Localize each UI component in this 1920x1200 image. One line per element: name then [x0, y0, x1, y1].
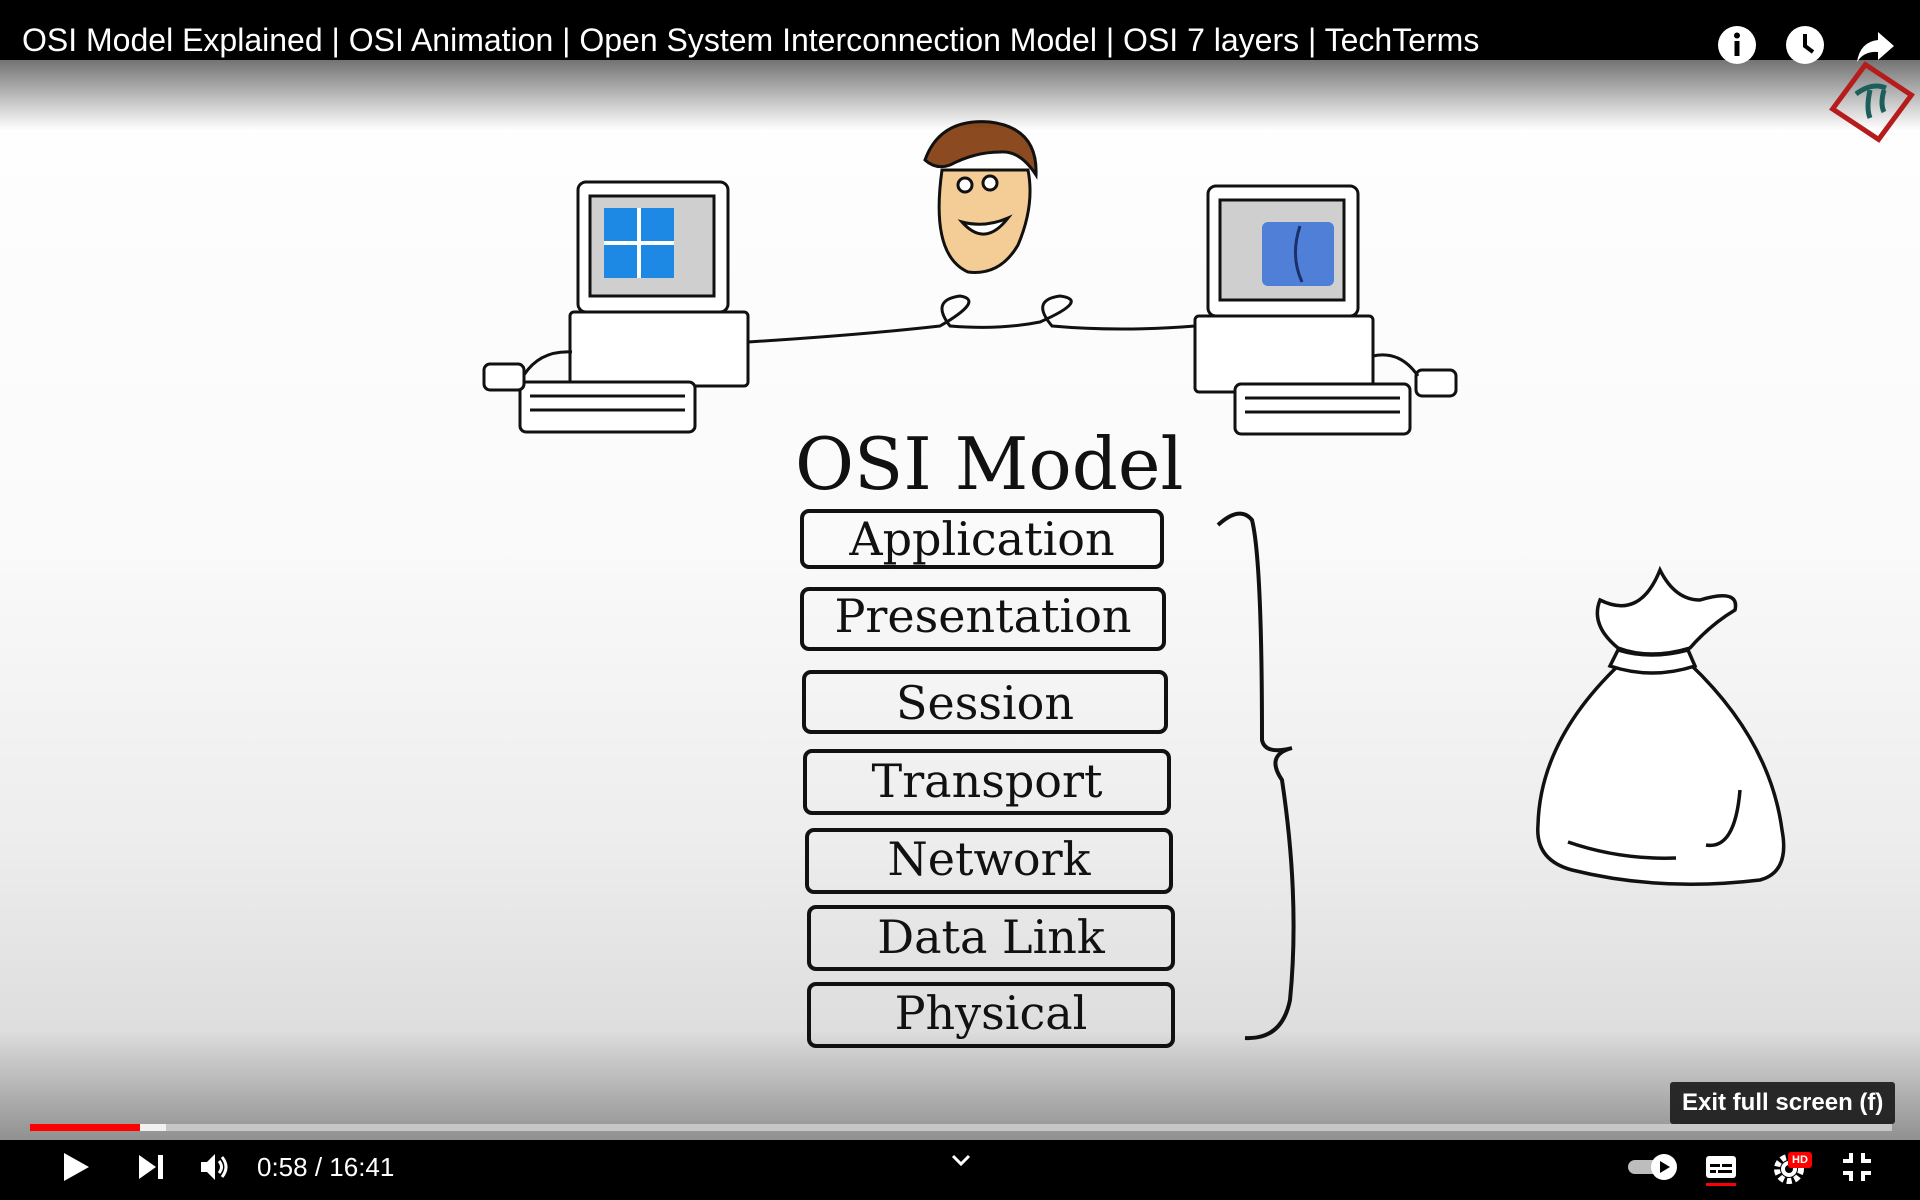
mac-computer	[1193, 184, 1458, 436]
progress-bar[interactable]	[30, 1124, 1892, 1131]
chevron-down-icon[interactable]	[950, 1152, 972, 1168]
osi-heading: OSI Model	[795, 422, 1184, 506]
title-bar	[0, 0, 1920, 60]
next-icon[interactable]	[136, 1152, 166, 1182]
share-icon[interactable]	[1852, 22, 1898, 68]
exit-fullscreen-tooltip: Exit full screen (f)	[1670, 1082, 1896, 1124]
layer-label: Session	[896, 676, 1074, 730]
watch-later-icon[interactable]	[1782, 22, 1828, 68]
player-controls	[0, 1140, 1920, 1200]
progress-played	[30, 1124, 140, 1131]
layer-data-link: Data Link	[807, 905, 1175, 971]
time-display: 0:58 / 16:41	[257, 1152, 395, 1182]
exit-fullscreen-icon[interactable]	[1842, 1152, 1872, 1182]
channel-watermark-logo[interactable]	[1826, 60, 1918, 144]
layers-brace	[1216, 511, 1296, 1041]
autoplay-toggle[interactable]	[1626, 1152, 1680, 1182]
hd-badge: HD	[1788, 1152, 1812, 1168]
layer-label: Transport	[871, 754, 1103, 808]
layer-application: Application	[800, 509, 1164, 569]
layer-label: Data Link	[877, 910, 1105, 964]
info-icon[interactable]	[1714, 22, 1760, 68]
top-gradient	[0, 60, 1920, 130]
play-icon[interactable]	[58, 1150, 92, 1184]
video-title[interactable]: OSI Model Explained | OSI Animation | Op…	[22, 22, 1480, 58]
layer-label: Presentation	[834, 589, 1132, 643]
sack-drawing	[1536, 565, 1786, 886]
volume-icon[interactable]	[198, 1150, 232, 1184]
controls-gradient	[0, 1030, 1920, 1150]
layer-physical: Physical	[807, 982, 1175, 1048]
network-cable	[747, 294, 1196, 344]
layer-transport: Transport	[803, 749, 1171, 815]
layer-session: Session	[802, 670, 1168, 734]
layer-label: Network	[887, 832, 1091, 886]
windows-computer	[482, 180, 750, 434]
cartoon-face	[923, 120, 1038, 274]
subtitles-icon[interactable]	[1704, 1152, 1738, 1186]
layer-presentation: Presentation	[800, 587, 1166, 651]
layer-label: Physical	[894, 986, 1088, 1040]
layer-network: Network	[805, 828, 1173, 894]
layer-label: Application	[849, 512, 1115, 566]
